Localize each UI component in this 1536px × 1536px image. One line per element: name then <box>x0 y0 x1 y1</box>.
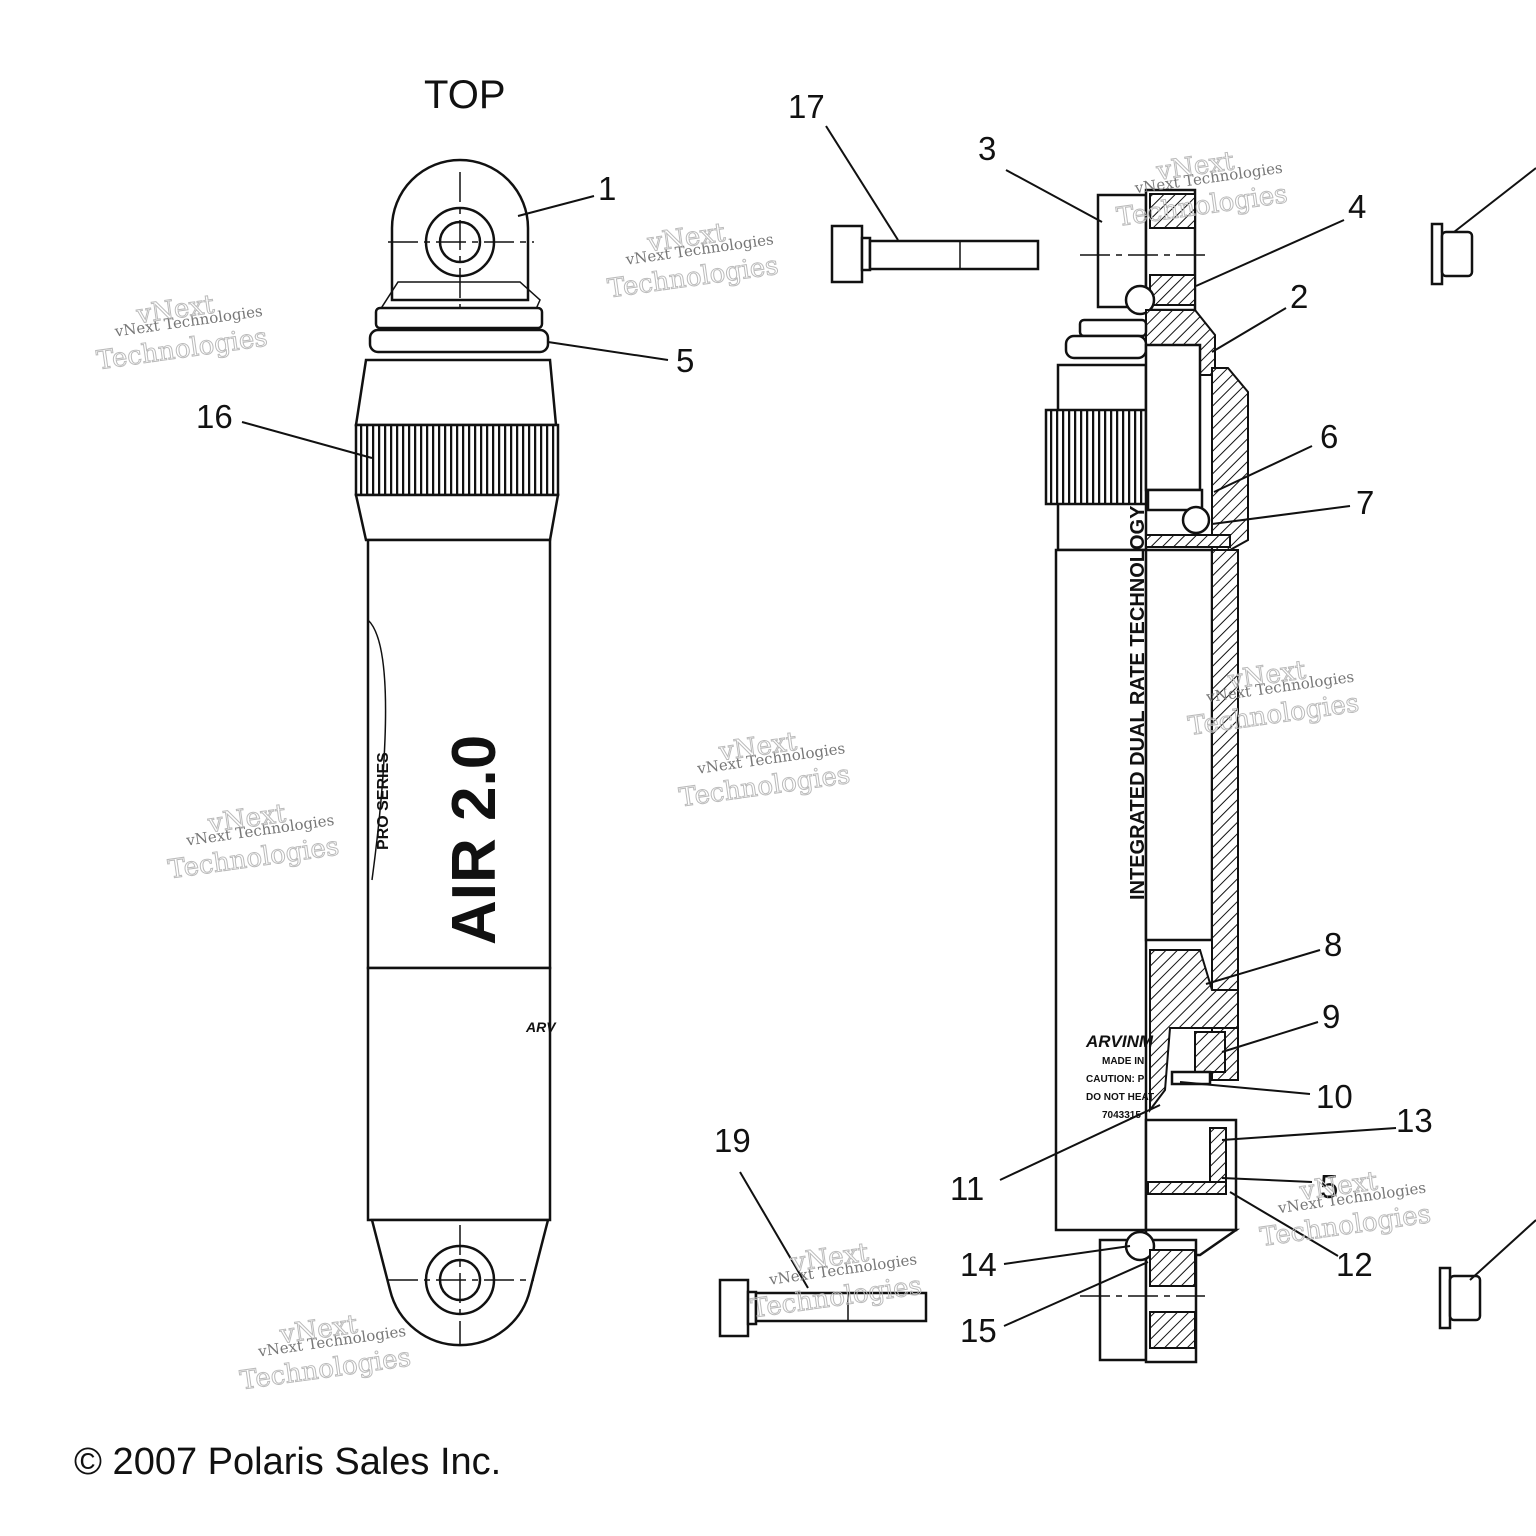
label-line-3: DO NOT HEAT <box>1086 1092 1154 1103</box>
callout-19: 19 <box>714 1122 751 1159</box>
callout-2: 2 <box>1290 278 1308 315</box>
callout-8: 8 <box>1324 926 1342 963</box>
label-line-1: MADE IN <box>1102 1056 1144 1067</box>
callout-5-section: 5 <box>1320 1168 1338 1205</box>
callout-16: 16 <box>196 398 233 435</box>
bottom-bushing-hatched <box>1149 1249 1196 1287</box>
callout-numbers: 1 2 3 4 5 5 6 7 8 9 10 11 12 13 14 15 16… <box>196 88 1433 1349</box>
top-bushing-hatched <box>1149 193 1196 229</box>
callout-13: 13 <box>1396 1102 1433 1139</box>
copyright: © 2007 Polaris Sales Inc. <box>74 1441 501 1483</box>
piston <box>1149 949 1239 1113</box>
air-canister-top <box>354 358 558 427</box>
series-text: PRO SERIES <box>375 752 392 850</box>
shock-section-view: INTEGRATED DUAL RATE TECHNOLOGY ARVINM M… <box>1044 188 1249 1364</box>
bolt-17 <box>830 224 1040 284</box>
callout-3: 3 <box>978 130 996 167</box>
callout-15: 15 <box>960 1312 997 1349</box>
callout-9: 9 <box>1322 998 1340 1035</box>
view-label: TOP <box>424 73 506 117</box>
bumper-ring <box>368 328 550 354</box>
bolt-19 <box>718 1278 928 1338</box>
technology-text: INTEGRATED DUAL RATE TECHNOLOGY <box>1127 505 1149 900</box>
callout-17: 17 <box>788 88 825 125</box>
leader-lines <box>241 125 1536 1327</box>
callout-12: 12 <box>1336 1246 1373 1283</box>
flange-nut-top <box>1430 222 1474 286</box>
label-line-2: CAUTION: P <box>1086 1074 1145 1085</box>
callout-5: 5 <box>676 342 694 379</box>
damper-body <box>366 966 552 1222</box>
callout-1: 1 <box>598 170 616 207</box>
callout-4: 4 <box>1348 188 1366 225</box>
callout-10: 10 <box>1316 1078 1353 1115</box>
callout-7: 7 <box>1356 484 1374 521</box>
maker-text-left: ARV <box>525 1019 557 1035</box>
maker-text: ARVINM <box>1085 1032 1154 1051</box>
brand-logo: AIR 2.0 <box>440 735 509 945</box>
lower-seal <box>1209 1127 1227 1191</box>
shock-exterior-view: AIR 2.0 PRO SERIES ARV <box>354 158 560 1347</box>
knurled-adjuster <box>354 423 560 497</box>
section-body <box>1054 548 1148 1232</box>
callout-14: 14 <box>960 1246 997 1283</box>
air-sleeve <box>366 538 552 970</box>
callout-6: 6 <box>1320 418 1338 455</box>
o-ring <box>1181 505 1211 535</box>
callout-11: 11 <box>950 1170 984 1207</box>
label-line-4: 7043315 <box>1102 1110 1141 1121</box>
top-seal <box>374 306 544 330</box>
flange-nut-bottom <box>1438 1266 1482 1330</box>
piston-seal <box>1194 1031 1226 1073</box>
